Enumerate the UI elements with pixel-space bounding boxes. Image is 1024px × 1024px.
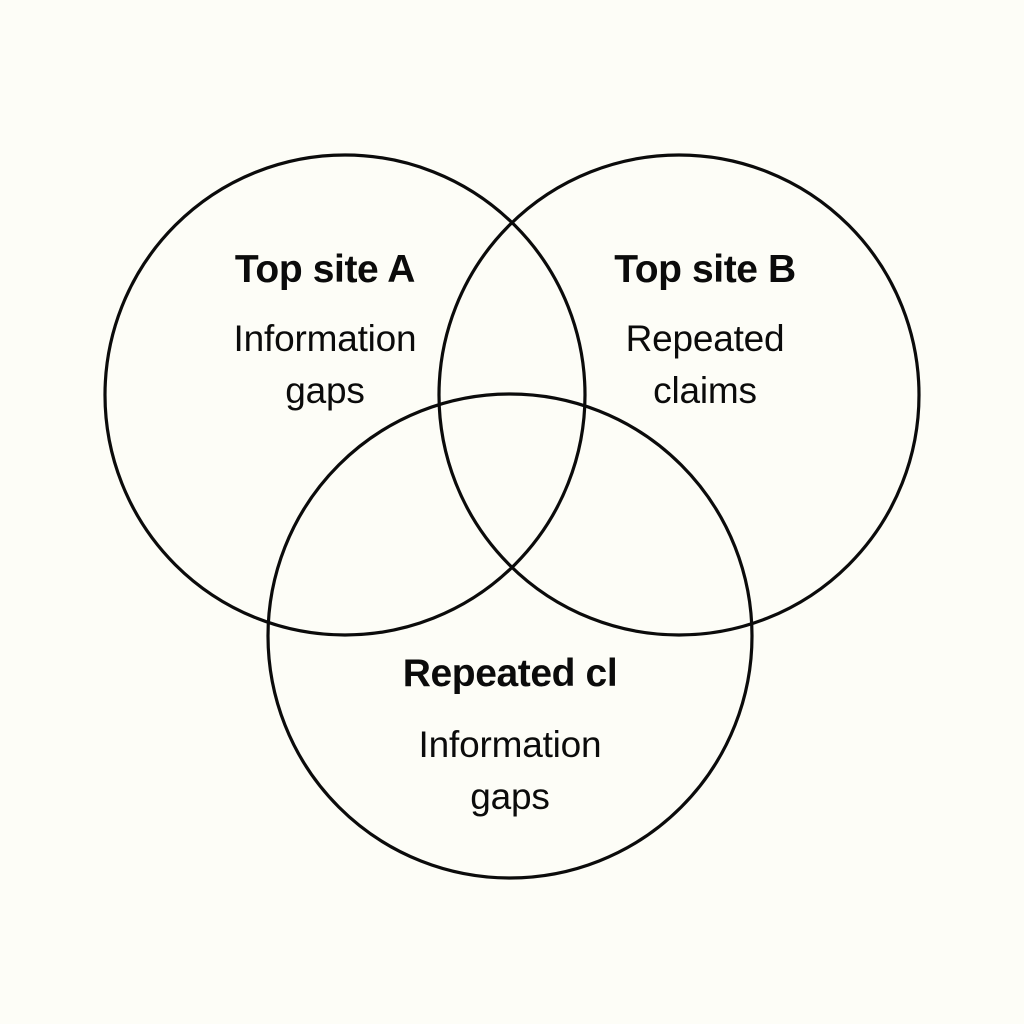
venn-circle-b[interactable] [437,153,921,637]
venn-circle-c[interactable] [266,392,754,880]
venn-circle-a[interactable] [103,153,587,637]
